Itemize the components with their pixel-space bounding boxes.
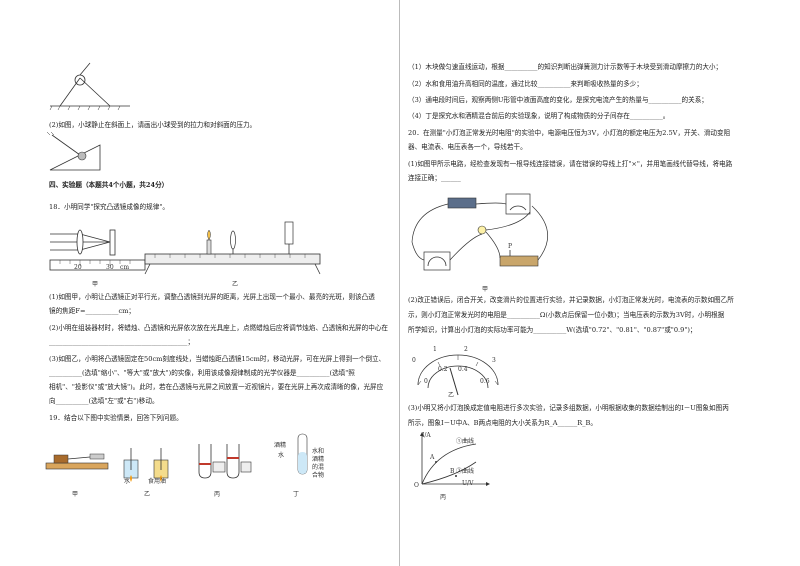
- fig-19-yi-oil: 食用油: [148, 478, 167, 485]
- q19-4: （4）丁是探究水和酒精混合前后的实验现象，说明了构成物质的分子间存在______…: [408, 112, 670, 120]
- q19-1: （1）木块做匀速直线运动，根据__________的知识判断出弹簧测力计示数等于…: [408, 63, 723, 71]
- q18-3-line4: 向__________(选填"左"或"右")移动。: [49, 397, 159, 405]
- q20-3-line1: (3)小明又将小灯泡换成定值电阻进行多次实验，记录多组数据，小明根据收集的数据绘…: [408, 404, 729, 412]
- q20-2-line1: (2)改正错误后，闭合开关，改变滑片的位置进行实验，并记录数据，小灯泡正常发光时…: [408, 296, 734, 304]
- figure-20-jia-circuit: [411, 193, 549, 271]
- q18-2-line2: ________________________________________…: [49, 338, 195, 346]
- graph-curve1-label: ①曲线: [456, 438, 475, 445]
- ruler-label-cm: cm: [120, 264, 130, 271]
- fig-19-ding-water: 水: [278, 452, 285, 459]
- q20-1-line1: (1)如图甲所示电路，经检查发现有一根导线连接错误，请在错误的导线上打"×"，并…: [408, 160, 733, 168]
- q2-text: (2)如图，小球静止在斜面上，请画出小球受到的拉力和对斜面的压力。: [49, 121, 257, 129]
- q20-3-line2: 所示，图象Ⅰ－U中A、B两点电阻的大小关系为R_A______R_B。: [408, 419, 597, 427]
- fig-18-jia-label: 甲: [92, 281, 99, 288]
- fig-19-yi-water: 水: [124, 478, 131, 485]
- q18-3-line3: 相机"、"投影仪"或"放大镜")。此时，若在凸透镜与光屏之间放置一近视镜片，要在…: [49, 383, 384, 391]
- q19-intro: 19．结合以下图中实验情景，回答下列问题。: [49, 414, 183, 422]
- fig-20-jia-label: 甲: [482, 286, 489, 293]
- fig-19-ding-alcohol: 酒精: [274, 442, 287, 449]
- fig-19-bing-label: 丙: [214, 491, 221, 498]
- q20-line1: 20．在测量"小灯泡正常发光时电阻"的实验中，电源电压恒为3V，小灯泡的额定电压…: [408, 129, 731, 137]
- fig-19-ding-label: 丁: [293, 491, 300, 498]
- graph-point-B: B: [450, 468, 455, 475]
- q20-2-line3: 所学知识，计算出小灯泡的实际功率可能为__________W(选填"0.72"、…: [408, 326, 697, 334]
- q20-2-line2: 示，则小灯泡正常发光时的电阻是__________Ω(小数点后保留一位小数)；当…: [408, 311, 725, 319]
- q18-1-line1: (1)如图甲，小明让凸透镜正对平行光，调整凸透镜到光屏的距离，光屏上出现一个最小…: [49, 293, 375, 301]
- figure-20-yi-ammeter: [417, 354, 499, 396]
- figure-18-yi: [144, 221, 321, 275]
- figure-18-jia: [49, 229, 146, 271]
- fig-20-yi-label: 乙: [448, 392, 455, 399]
- figure-19-jia: [45, 453, 109, 470]
- q18-2-line1: (2)小明在组装器材时，将蜡烛、凸透镜和光屏依次放在光具座上，点燃蜡烛后应将调节…: [49, 324, 389, 332]
- q18-1-line2: 镜的焦距F=__________cm；: [49, 307, 135, 315]
- fig-20-bing-label: 丙: [440, 494, 447, 501]
- figure-19-ding: [297, 433, 308, 475]
- fig-19-jia-label: 甲: [72, 491, 79, 498]
- meter-bottom-0: 0: [424, 378, 428, 385]
- meter-bottom-06: 0.6: [480, 378, 490, 385]
- figure-ball-on-incline: [46, 131, 101, 171]
- graph-point-A: A: [430, 454, 435, 461]
- meter-top-1: 1: [433, 346, 437, 353]
- fig-19-yi-label: 乙: [144, 491, 151, 498]
- graph-xlabel: U/V: [462, 480, 474, 487]
- section-title: 四、实验题（本题共4个小题，共24分）: [49, 181, 169, 189]
- q19-2: （2）水和食用油升高相同的温度，通过比较__________来判断吸收热量的多少…: [408, 80, 643, 88]
- figure-19-yi: [123, 448, 169, 482]
- fig-19-ding-label1: 水和: [312, 448, 325, 455]
- meter-bottom-04: 0.4: [458, 366, 468, 373]
- fig-19-ding-label3: 的混: [312, 464, 325, 471]
- q20-line2: 器、电流表、电压表各一个，导线若干。: [408, 143, 527, 151]
- figure-19-bing: [198, 444, 252, 479]
- fig-18-yi-label: 乙: [232, 281, 239, 288]
- graph-curve2-label: ②曲线: [456, 468, 475, 475]
- meter-top-3: 3: [492, 357, 496, 364]
- q18-3-line2: __________(选填"缩小"、"等大"或"放大")的实像，利用该成像规律制…: [49, 369, 355, 377]
- q18-3-line1: (3)如图乙，小明将凸透镜固定在50cm刻度线处，当蜡烛距凸透镜15cm时，移动…: [49, 355, 386, 363]
- q19-3: （3）通电段时间后，观察两侧U形管中液面高度的变化，是探究电流产生的热量与___…: [408, 96, 708, 104]
- ruler-label-30: 30: [106, 264, 114, 271]
- fig-19-ding-label2: 酒精: [312, 456, 325, 463]
- figure-20-bing-graph: [420, 432, 490, 486]
- graph-ylabel: I/A: [422, 432, 431, 439]
- slider-P-label: P: [508, 243, 513, 250]
- q18-intro: 18．小明同学"探究凸透镜成像的规律"。: [49, 203, 169, 211]
- meter-top-0: 0: [412, 357, 416, 364]
- ruler-label-20: 20: [74, 264, 82, 271]
- meter-bottom-02: 0.2: [438, 366, 448, 373]
- column-divider: [399, 0, 400, 566]
- figure-ball-incline-top: [49, 62, 130, 111]
- meter-top-2: 2: [464, 346, 468, 353]
- q20-1-line2: 连接正确；______: [408, 174, 461, 182]
- graph-origin: O: [414, 482, 419, 489]
- fig-19-ding-label4: 合物: [312, 472, 325, 479]
